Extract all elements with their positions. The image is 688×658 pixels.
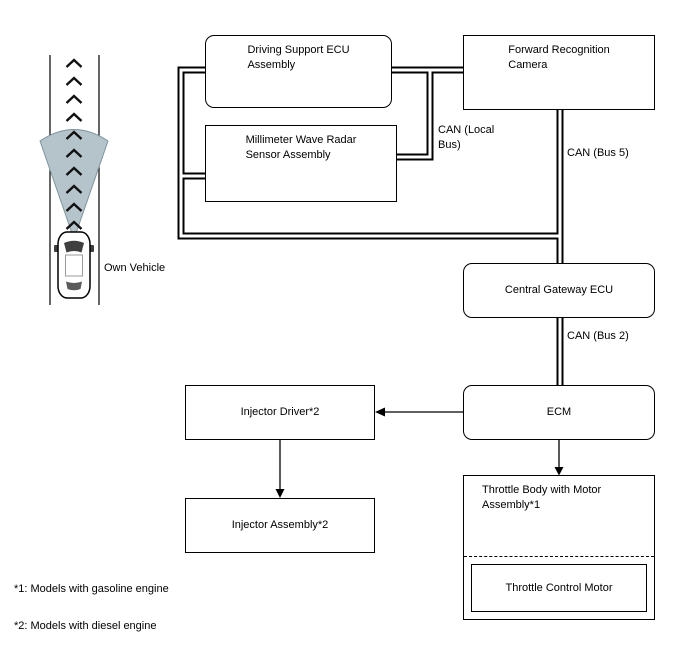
can-bus5-label: CAN (Bus 5) xyxy=(567,147,629,159)
car-icon xyxy=(54,231,94,299)
forward-recognition-camera-label: Forward Recognition Camera xyxy=(508,44,610,71)
central-gateway-ecu-label: Central Gateway ECU xyxy=(504,284,614,296)
box-forward-recognition-camera: Forward Recognition Camera xyxy=(463,35,655,110)
footnote-diesel: *2: Models with diesel engine xyxy=(14,620,157,632)
own-vehicle-label: Own Vehicle xyxy=(104,262,166,274)
footnote-gasoline: *1: Models with gasoline engine xyxy=(14,583,169,595)
chevron-arrows xyxy=(65,58,83,230)
can-bus-lines-outer xyxy=(177,66,564,385)
radar-detection-cone xyxy=(39,129,109,241)
can-bus2-label: CAN (Bus 2) xyxy=(567,330,629,342)
box-ecm: ECM xyxy=(463,385,655,440)
box-throttle-body: Throttle Body with Motor Assembly*1 Thro… xyxy=(463,475,655,620)
box-injector-assembly: Injector Assembly*2 xyxy=(185,498,375,553)
can-local-bus-label: CAN (Local Bus) xyxy=(438,124,495,151)
road-lane-lines xyxy=(49,55,100,305)
injector-assembly-label: Injector Assembly*2 xyxy=(231,519,329,531)
box-central-gateway-ecu: Central Gateway ECU xyxy=(463,263,655,318)
box-throttle-control-motor: Throttle Control Motor xyxy=(471,564,647,612)
throttle-control-motor-label: Throttle Control Motor xyxy=(505,581,613,594)
signal-arrows xyxy=(275,407,564,498)
throttle-dashed-divider xyxy=(464,556,654,557)
injector-driver-label: Injector Driver*2 xyxy=(240,406,320,418)
box-injector-driver: Injector Driver*2 xyxy=(185,385,375,440)
ecm-label: ECM xyxy=(546,406,572,418)
millimeter-wave-radar-label: Millimeter Wave Radar Sensor Assembly xyxy=(245,134,357,161)
driving-support-ecu-label: Driving Support ECU Assembly xyxy=(247,44,350,71)
box-driving-support-ecu: Driving Support ECU Assembly xyxy=(205,35,392,108)
bus-local-branch-line xyxy=(397,70,434,161)
box-millimeter-wave-radar: Millimeter Wave Radar Sensor Assembly xyxy=(205,125,397,202)
can-bus-lines-inner xyxy=(179,68,562,385)
throttle-body-label: Throttle Body with Motor Assembly*1 xyxy=(482,484,602,511)
